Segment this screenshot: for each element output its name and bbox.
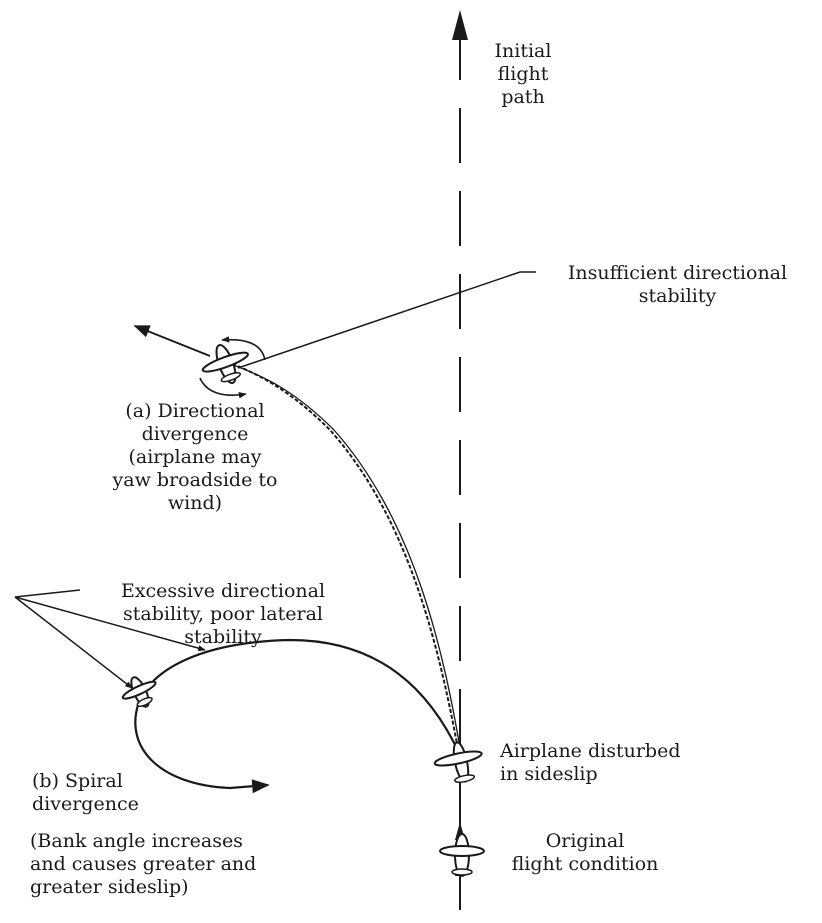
airplane-sideslip-icon <box>433 741 483 783</box>
yaw-arrow-upper <box>221 336 266 361</box>
label-initial-flight-path: Initial flight path <box>494 40 552 108</box>
flight-path-arrowhead <box>452 10 468 40</box>
label-insufficient-directional-stability: Insufficient directional stability <box>567 262 788 307</box>
label-directional-divergence: (a) Directional divergence (airplane may… <box>112 400 278 514</box>
spiral-divergence-path <box>134 638 461 794</box>
directional-divergence-path <box>227 361 461 761</box>
label-original-flight-condition: Original flight condition <box>511 830 659 875</box>
label-airplane-disturbed: Airplane disturbed in sideslip <box>500 740 681 785</box>
leader-excessive-stability <box>14 589 81 598</box>
leader-excessive-stability-b <box>14 596 133 689</box>
yaw-arrow-lower <box>199 377 247 399</box>
label-spiral-divergence: (b) Spiral divergence <box>32 770 139 815</box>
label-excessive-directional-stability: Excessive directional stability, poor la… <box>120 580 326 648</box>
airplane-yawing-icon <box>201 344 249 384</box>
directional-divergence-path-2 <box>229 363 463 761</box>
leader-excessive-stability-a <box>14 596 206 652</box>
leader-insufficient-stability <box>237 271 536 369</box>
label-spiral-note: (Bank angle increases and causes greater… <box>30 830 257 898</box>
directional-divergence-arrow <box>133 325 211 357</box>
airplane-original-icon <box>439 833 485 877</box>
airplane-spiral-icon <box>121 676 157 708</box>
